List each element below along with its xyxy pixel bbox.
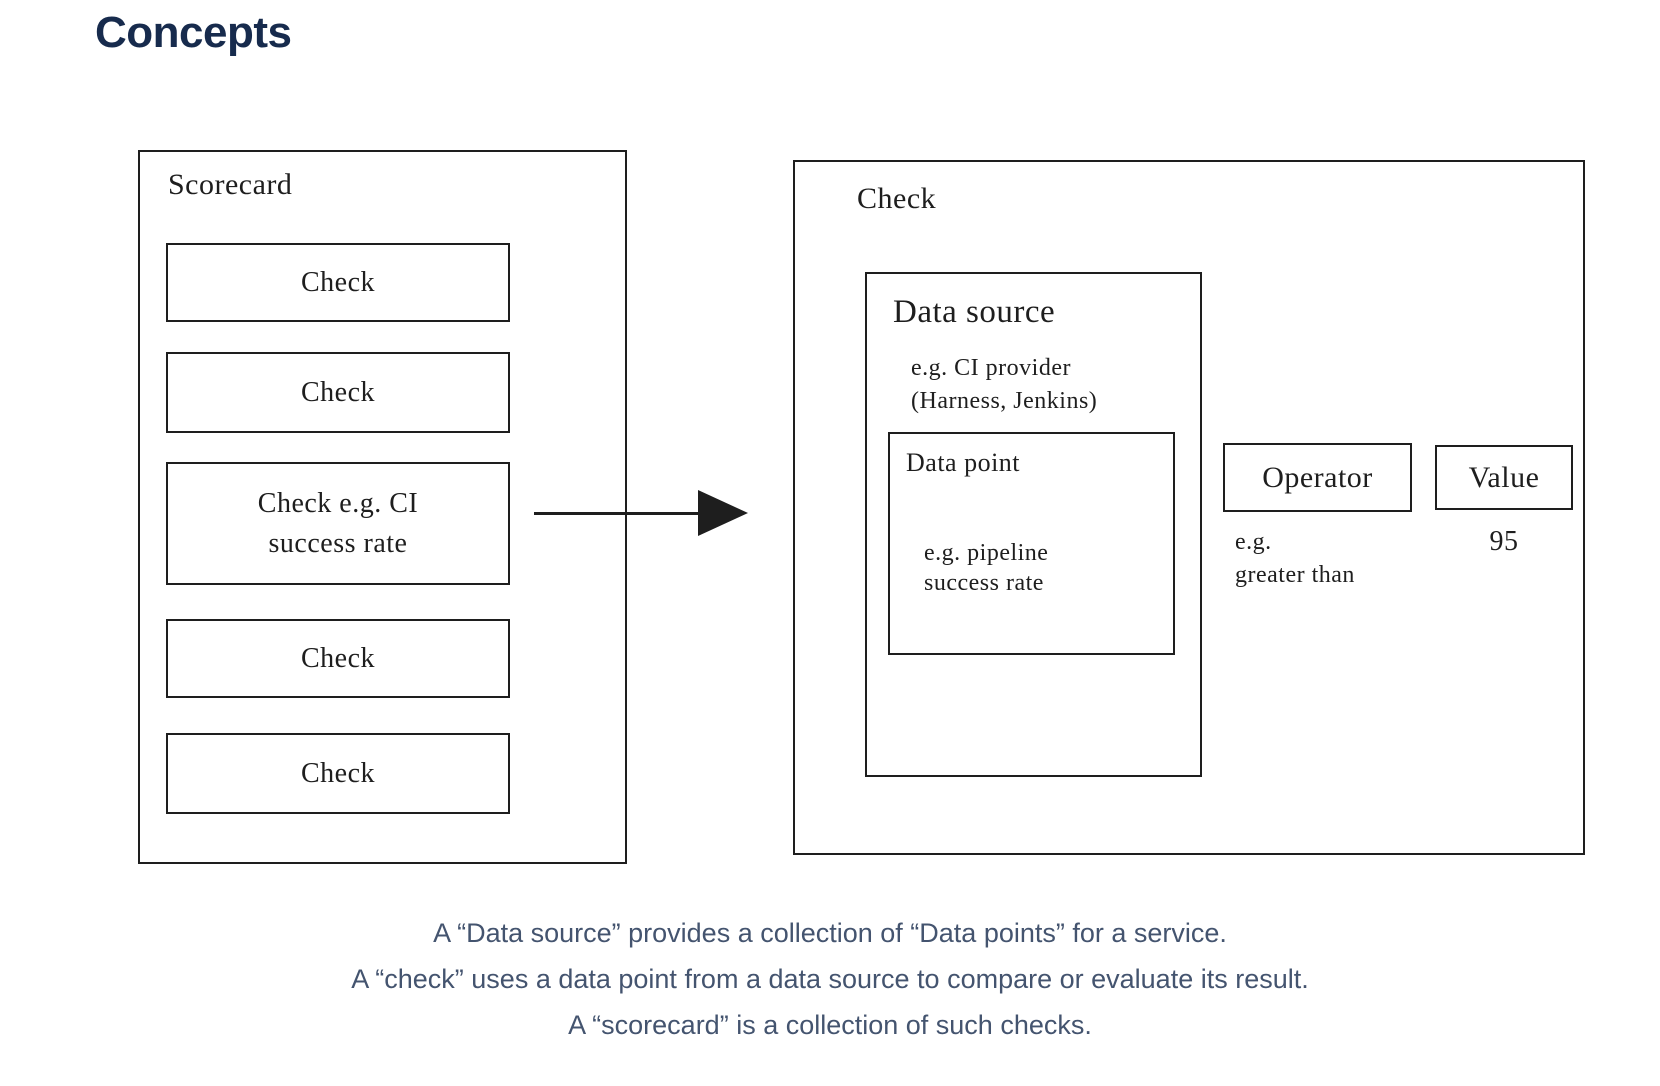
caption-line: A “scorecard” is a collection of such ch…	[568, 1010, 1092, 1040]
operator-example: e.g. greater than	[1235, 529, 1355, 588]
page-title: Concepts	[95, 8, 292, 57]
data-source-box: Data source e.g. CI provider (Harness, J…	[865, 272, 1202, 777]
check-item: Check	[166, 352, 510, 433]
caption-line: A “check” uses a data point from a data …	[351, 964, 1309, 994]
scorecard-label: Scorecard	[168, 168, 293, 201]
value-box: Value	[1435, 445, 1573, 510]
data-point-label: Data point	[906, 448, 1021, 477]
arrow-head-icon	[698, 490, 748, 536]
check-item-ci-success-rate: Check e.g. CI success rate	[166, 462, 510, 585]
value-example: 95	[1489, 526, 1519, 557]
check-panel-label: Check	[857, 182, 937, 215]
data-point-box: Data point e.g. pipeline success rate	[888, 432, 1175, 655]
arrow-line	[534, 512, 700, 515]
caption: A “Data source” provides a collection of…	[0, 910, 1660, 1048]
scorecard-box: Scorecard Check Check Check e.g. CI succ…	[138, 150, 627, 864]
operator-box: Operator	[1223, 443, 1412, 512]
data-source-example: e.g. CI provider (Harness, Jenkins)	[911, 355, 1098, 414]
check-item: Check	[166, 619, 510, 698]
check-item: Check	[166, 733, 510, 814]
caption-line: A “Data source” provides a collection of…	[433, 918, 1227, 948]
check-panel-box: Check Data source e.g. CI provider (Harn…	[793, 160, 1585, 855]
data-point-example: e.g. pipeline success rate	[924, 540, 1049, 596]
data-source-label: Data source	[893, 294, 1056, 330]
check-item: Check	[166, 243, 510, 322]
